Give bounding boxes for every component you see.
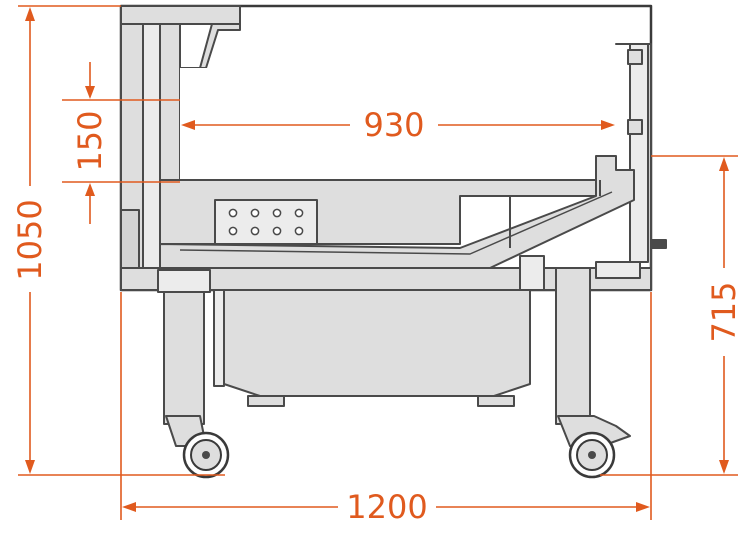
right-caster-wheel [568, 431, 616, 479]
left-caster-wheel [182, 431, 230, 479]
right-leg [555, 267, 591, 425]
right-bracket-top [627, 49, 643, 65]
panel-hole [294, 208, 304, 218]
box-left-edge [213, 289, 225, 387]
left-panel-strip [120, 209, 140, 269]
arrow-1050-top [25, 7, 35, 21]
right-bracket-mid [627, 119, 643, 135]
arrow-1050-bottom [25, 460, 35, 474]
control-panel-holes [228, 208, 304, 236]
left-inner-panel [142, 23, 161, 269]
rail-right-block [595, 261, 641, 279]
panel-hole [228, 208, 238, 218]
storage-box [223, 289, 531, 397]
display-opening [180, 68, 600, 180]
panel-hole [228, 226, 238, 236]
arrow-715-top [719, 157, 729, 171]
label-overall-width: 1200 [346, 488, 427, 526]
dimension-labels: 1050 150 930 715 1200 [11, 106, 740, 526]
panel-hole [272, 226, 282, 236]
arrow-930-right [601, 120, 615, 130]
arrow-715-bottom [719, 460, 729, 474]
box-foot-left [247, 395, 285, 407]
arrow-150-bottom [85, 183, 95, 196]
panel-hole [272, 208, 282, 218]
label-counter-height: 715 [705, 281, 740, 342]
label-overall-height: 1050 [11, 199, 49, 280]
panel-hole [250, 226, 260, 236]
arrow-150-top [85, 86, 95, 99]
side-knob [650, 239, 667, 249]
tray-inner-line [179, 191, 613, 255]
panel-hole [250, 208, 260, 218]
label-opening-height: 150 [71, 110, 109, 171]
dimension-lines [18, 5, 738, 520]
display-counter [119, 4, 667, 447]
left-leg [163, 289, 205, 425]
control-panel [214, 199, 318, 245]
right-outer-edge [648, 43, 652, 290]
panel-hole [294, 226, 304, 236]
box-foot-right [477, 395, 515, 407]
label-inner-width: 930 [363, 106, 424, 144]
arrow-1200-left [122, 502, 136, 512]
top-header-block [120, 5, 241, 25]
left-leg-collar [157, 269, 211, 293]
dimension-arrowheads [25, 7, 729, 512]
arrow-1200-right [636, 502, 650, 512]
right-leg-collar [519, 255, 545, 291]
arrow-930-left [181, 120, 195, 130]
